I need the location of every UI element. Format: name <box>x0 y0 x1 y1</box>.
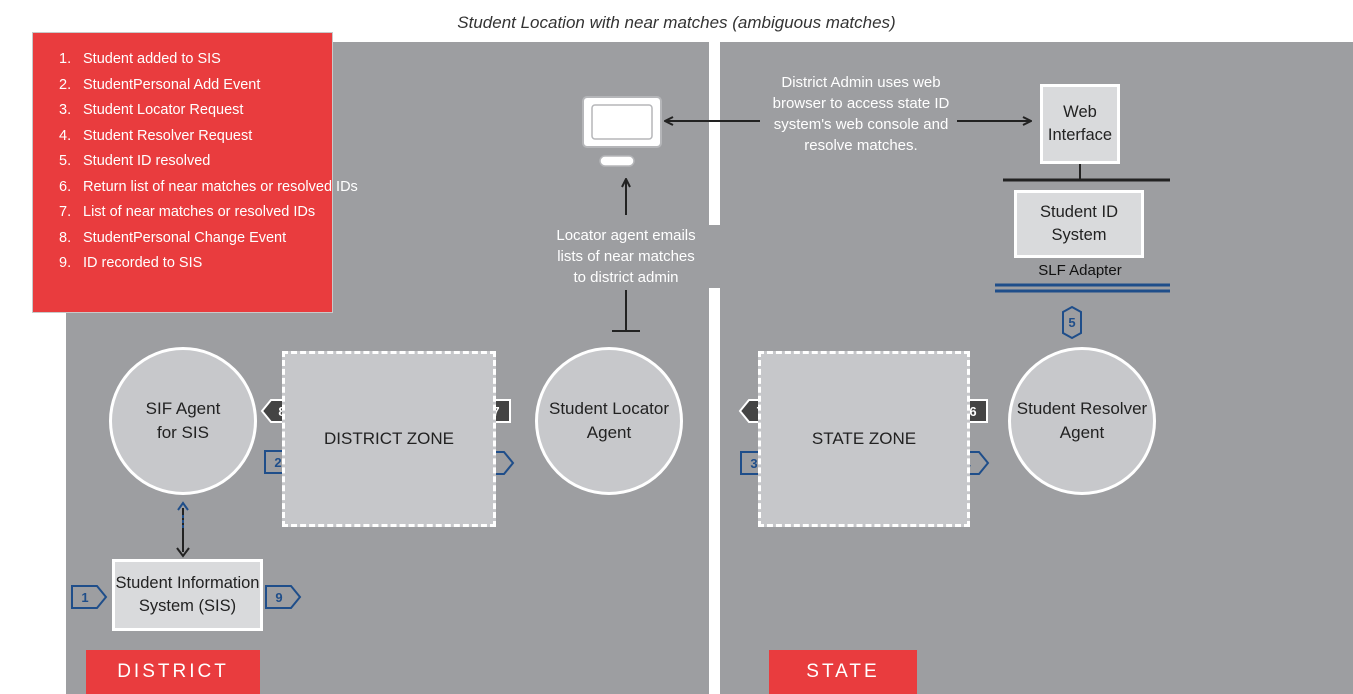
legend-item: 4. Student Resolver Request <box>59 124 332 150</box>
legend-item: 5. Student ID resolved <box>59 149 332 175</box>
legend-item: 2. StudentPersonal Add Event <box>59 73 332 99</box>
state-zone-label: STATE ZONE <box>811 429 917 448</box>
student-id-system-box: Student ID System <box>1014 190 1144 258</box>
admin-note-line3: system's web console and <box>773 116 949 133</box>
admin-note: District Admin uses web browser to acces… <box>765 72 957 156</box>
sif-agent-line1: SIF Agent <box>145 399 221 418</box>
badge-number: 7 <box>492 404 499 419</box>
legend-item-text: Student added to SIS <box>83 51 221 67</box>
legend-item-text: StudentPersonal Add Event <box>83 76 261 93</box>
badge-number: 2 <box>274 455 281 470</box>
sif-agent-line2: for SIS <box>157 423 209 442</box>
legend-item-text: Student ID resolved <box>83 153 211 169</box>
legend-item-number: 6. <box>59 178 72 195</box>
badge-number: 9 <box>275 590 282 605</box>
district-zone-label: DISTRICT ZONE <box>323 429 455 448</box>
computer-icon <box>582 96 662 167</box>
legend-list: 1. Student added to SIS 2. StudentPersonal … <box>59 47 358 277</box>
legend-item-text: StudentPersonal Change Event <box>83 229 287 246</box>
legend-item-number: 9. <box>59 255 72 271</box>
locator-agent-line2: Agent <box>586 423 632 442</box>
email-note-line2: lists of near matches <box>557 248 695 265</box>
locator-agent-line1: Student Locator <box>548 399 670 418</box>
legend-item-number: 4. <box>59 127 72 144</box>
legend-item-number: 1. <box>59 51 72 67</box>
legend-item: 1. Student added to SIS <box>59 47 332 73</box>
legend-item-text: Return list of near matches or resolved … <box>83 178 358 195</box>
legend-item: 6. Return list of near matches or resolve… <box>59 175 358 201</box>
district-label: DISTRICT <box>86 650 260 694</box>
legend-item: 7. List of near matches or resolved IDs <box>59 200 332 226</box>
badge-shape <box>71 585 108 609</box>
badge-number: 3 <box>750 456 757 471</box>
state-zone: STATE ZONE <box>758 351 970 527</box>
sif-agent-circle: SIF Agent for SIS <box>109 347 257 495</box>
legend-item-text: ID recorded to SIS <box>83 255 203 271</box>
legend-item-number: 3. <box>59 102 72 118</box>
admin-note-line2: browser to access state ID <box>772 95 950 112</box>
legend-item: 9. ID recorded to SIS <box>59 251 332 277</box>
web-interface-line2: Interface <box>1047 126 1113 144</box>
legend-item-number: 7. <box>59 204 72 220</box>
id-system-line2: System <box>1051 226 1107 244</box>
diagram-title: Student Location with near matches (ambi… <box>457 13 896 32</box>
resolver-agent-line2: Agent <box>1059 423 1105 442</box>
legend-item-number: 2. <box>59 76 72 93</box>
sis-line2: System (SIS) <box>138 597 237 615</box>
web-interface-line1: Web <box>1063 103 1097 121</box>
legend-item-text: Student Locator Request <box>83 102 244 118</box>
legend-item-number: 5. <box>59 153 72 169</box>
sif-arrow-up <box>177 501 189 511</box>
email-note-line1: Locator agent emails <box>556 227 696 244</box>
sis-arrow-down <box>176 547 190 558</box>
legend-item: 8. StudentPersonal Change Event <box>59 226 332 252</box>
step-badge-b1: 1 <box>71 585 108 609</box>
legend: 1. Student added to SIS 2. StudentPersonal … <box>32 32 358 313</box>
badge-number: 5 <box>1068 315 1075 330</box>
slf-adapter-label: SLF Adapter <box>1038 262 1122 279</box>
legend-item-text: Student Resolver Request <box>83 127 253 144</box>
legend-item: 3. Student Locator Request <box>59 98 332 124</box>
step-badge-b5: 5 <box>1062 305 1082 340</box>
email-note-line3: to district admin <box>573 269 679 286</box>
admin-note-line1: District Admin uses web <box>781 74 941 91</box>
id-system-line1: Student ID <box>1040 203 1118 221</box>
step-badge-b9: 9 <box>265 585 302 609</box>
email-note: Locator agent emails lists of near match… <box>520 225 732 288</box>
badge-number: 1 <box>81 590 88 605</box>
district-zone: DISTRICT ZONE <box>282 351 496 527</box>
badge-shape <box>265 585 302 609</box>
legend-item-number: 8. <box>59 229 72 246</box>
sis-line1: Student Information <box>115 574 260 592</box>
state-label: STATE <box>769 650 917 694</box>
admin-note-line4: resolve matches. <box>804 137 918 154</box>
badge-number: 6 <box>969 404 976 419</box>
legend-item-text: List of near matches or resolved IDs <box>83 204 316 220</box>
resolver-agent-line1: Student Resolver <box>1016 399 1148 418</box>
badge-shape <box>1062 305 1082 340</box>
